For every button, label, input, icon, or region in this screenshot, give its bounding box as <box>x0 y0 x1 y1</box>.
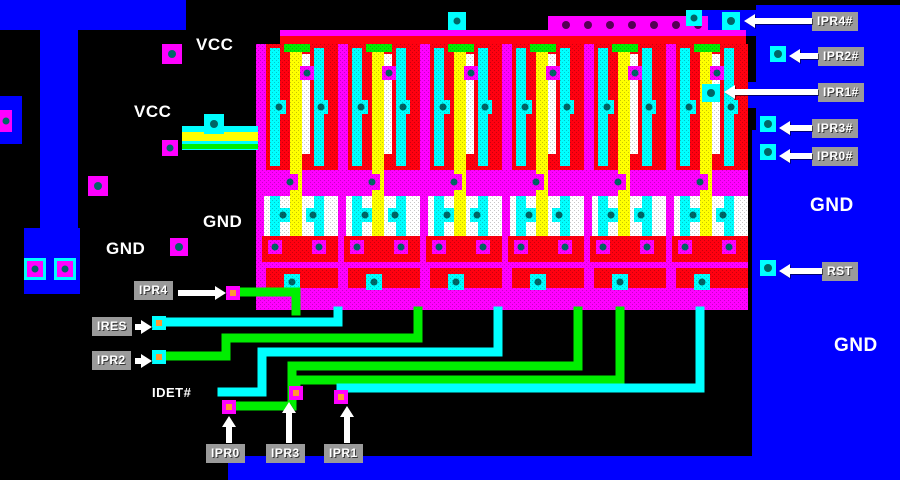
pin-label-ipr1: IPR1 <box>324 444 363 463</box>
ipr4-hash-arrow-icon <box>744 14 812 28</box>
net-label-gnd-right-upper: GND <box>810 195 854 216</box>
net-label-vcc-left: VCC <box>134 102 172 121</box>
ipr2-hash-arrow-icon <box>789 49 818 63</box>
rst-arrow-icon <box>779 264 822 278</box>
cell-array <box>256 10 748 310</box>
pin-label-ipr4-hash: IPR4# <box>812 12 858 31</box>
ires-arrow-icon <box>135 320 152 334</box>
net-label-idet: IDET# <box>152 385 192 400</box>
pin-label-ipr2: IPR2 <box>92 351 131 370</box>
ipr3-hash-arrow-icon <box>779 121 812 135</box>
net-label-gnd-right-lower: GND <box>834 335 878 356</box>
pin-label-ipr3: IPR3 <box>266 444 305 463</box>
pin-label-ipr2-hash: IPR2# <box>818 47 864 66</box>
net-label-gnd-center: GND <box>203 212 243 231</box>
left-via-contacts <box>0 44 188 280</box>
pin-label-rst: RST <box>822 262 858 281</box>
ipr3-arrow-icon <box>282 402 296 443</box>
pin-label-ipr3-hash: IPR3# <box>812 119 858 138</box>
ipr1-hash-arrow-icon <box>724 85 818 99</box>
net-label-vcc-top: VCC <box>196 35 234 54</box>
ipr0-arrow-icon <box>222 416 236 443</box>
ipr1-arrow-icon <box>340 406 354 443</box>
pin-label-ipr4: IPR4 <box>134 281 173 300</box>
vcc-rail-trace <box>162 114 258 156</box>
ipr0-hash-arrow-icon <box>779 149 812 163</box>
pin-label-ires: IRES <box>92 317 133 336</box>
pin-label-ipr0-hash: IPR0# <box>812 147 858 166</box>
right-pad-vias <box>702 12 786 276</box>
pin-label-ipr0: IPR0 <box>206 444 245 463</box>
ipr2-arrow-icon <box>135 354 152 368</box>
pin-label-ipr1-hash: IPR1# <box>818 83 864 102</box>
trace-origin-contacts <box>152 286 348 414</box>
ipr4-arrow-icon <box>178 286 226 300</box>
net-label-gnd-left: GND <box>106 239 146 258</box>
